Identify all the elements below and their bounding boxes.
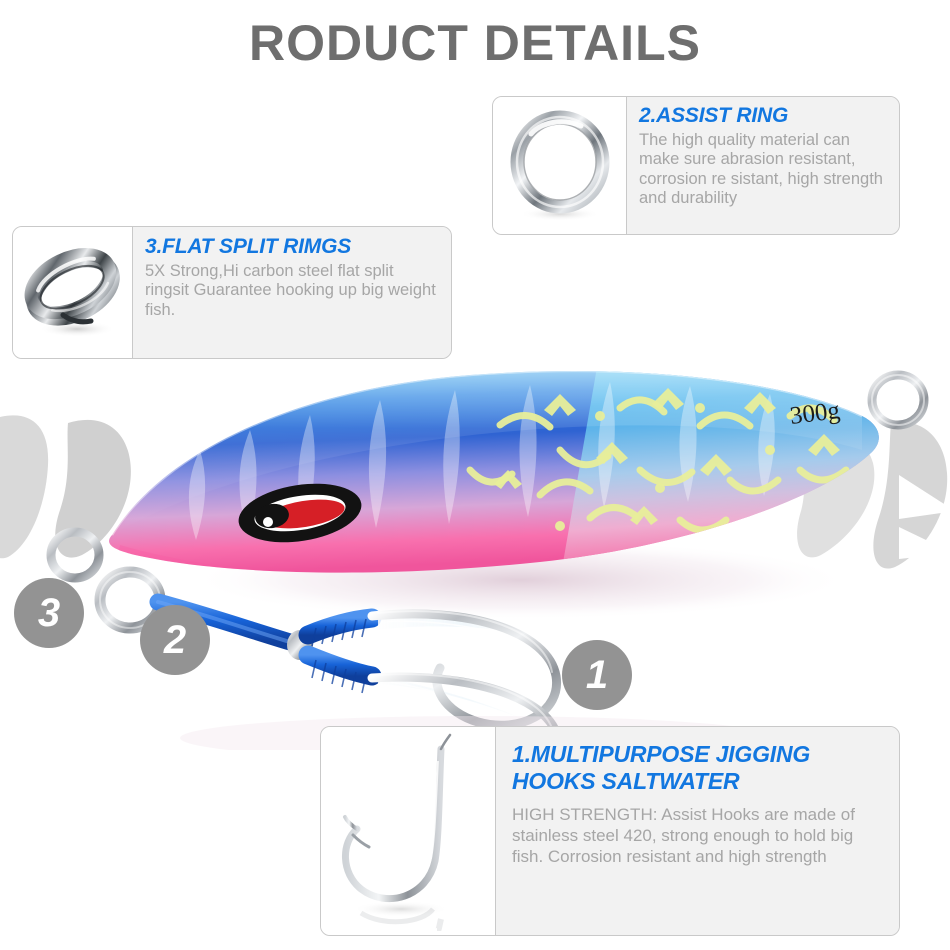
flat-split-rings-description: 5X Strong,Hi carbon steel flat split rin… (145, 261, 436, 319)
flat-split-rings-text: 3.FLAT SPLIT RIMGS 5X Strong,Hi carbon s… (133, 227, 451, 358)
assist-ring-heading: 2.ASSIST RING (639, 104, 789, 127)
jig-eye (238, 483, 362, 543)
assist-ring-description: The high quality material can make sure … (639, 130, 883, 208)
page-title: RODUCT DETAILS (249, 15, 701, 71)
marker-badge-3[interactable]: 3 (14, 578, 84, 648)
tail-split-ring-illustration (867, 370, 929, 430)
assist-ring-thumbnail (493, 97, 627, 234)
hook-flash-skirt (378, 615, 567, 743)
jigging-hooks-text: 1.MULTIPURPOSE JIGGING HOOKS SALTWATER H… (496, 727, 899, 935)
product-photo-fishing-jig (0, 330, 950, 750)
marker-badge-2[interactable]: 2 (140, 605, 210, 675)
marker-badge-1[interactable]: 1 (562, 640, 632, 710)
jig-body (109, 369, 879, 573)
assist-ring-text: 2.ASSIST RING The high quality material … (627, 97, 899, 234)
callout-card-jigging-hooks: 1.MULTIPURPOSE JIGGING HOOKS SALTWATER H… (320, 726, 900, 936)
assist-cord (149, 593, 382, 694)
jigging-hooks-heading: 1.MULTIPURPOSE JIGGING HOOKS SALTWATER (512, 741, 811, 795)
jigging-hooks-description: HIGH STRENGTH: Assist Hooks are made of … (512, 805, 855, 866)
callout-card-flat-split-rings: 3.FLAT SPLIT RIMGS 5X Strong,Hi carbon s… (12, 226, 452, 359)
fishing-hook-thumbnail (321, 727, 496, 935)
flat-split-ring-thumbnail (13, 227, 133, 358)
callout-card-assist-ring: 2.ASSIST RING The high quality material … (492, 96, 900, 235)
flat-split-rings-heading: 3.FLAT SPLIT RIMGS (145, 235, 352, 258)
